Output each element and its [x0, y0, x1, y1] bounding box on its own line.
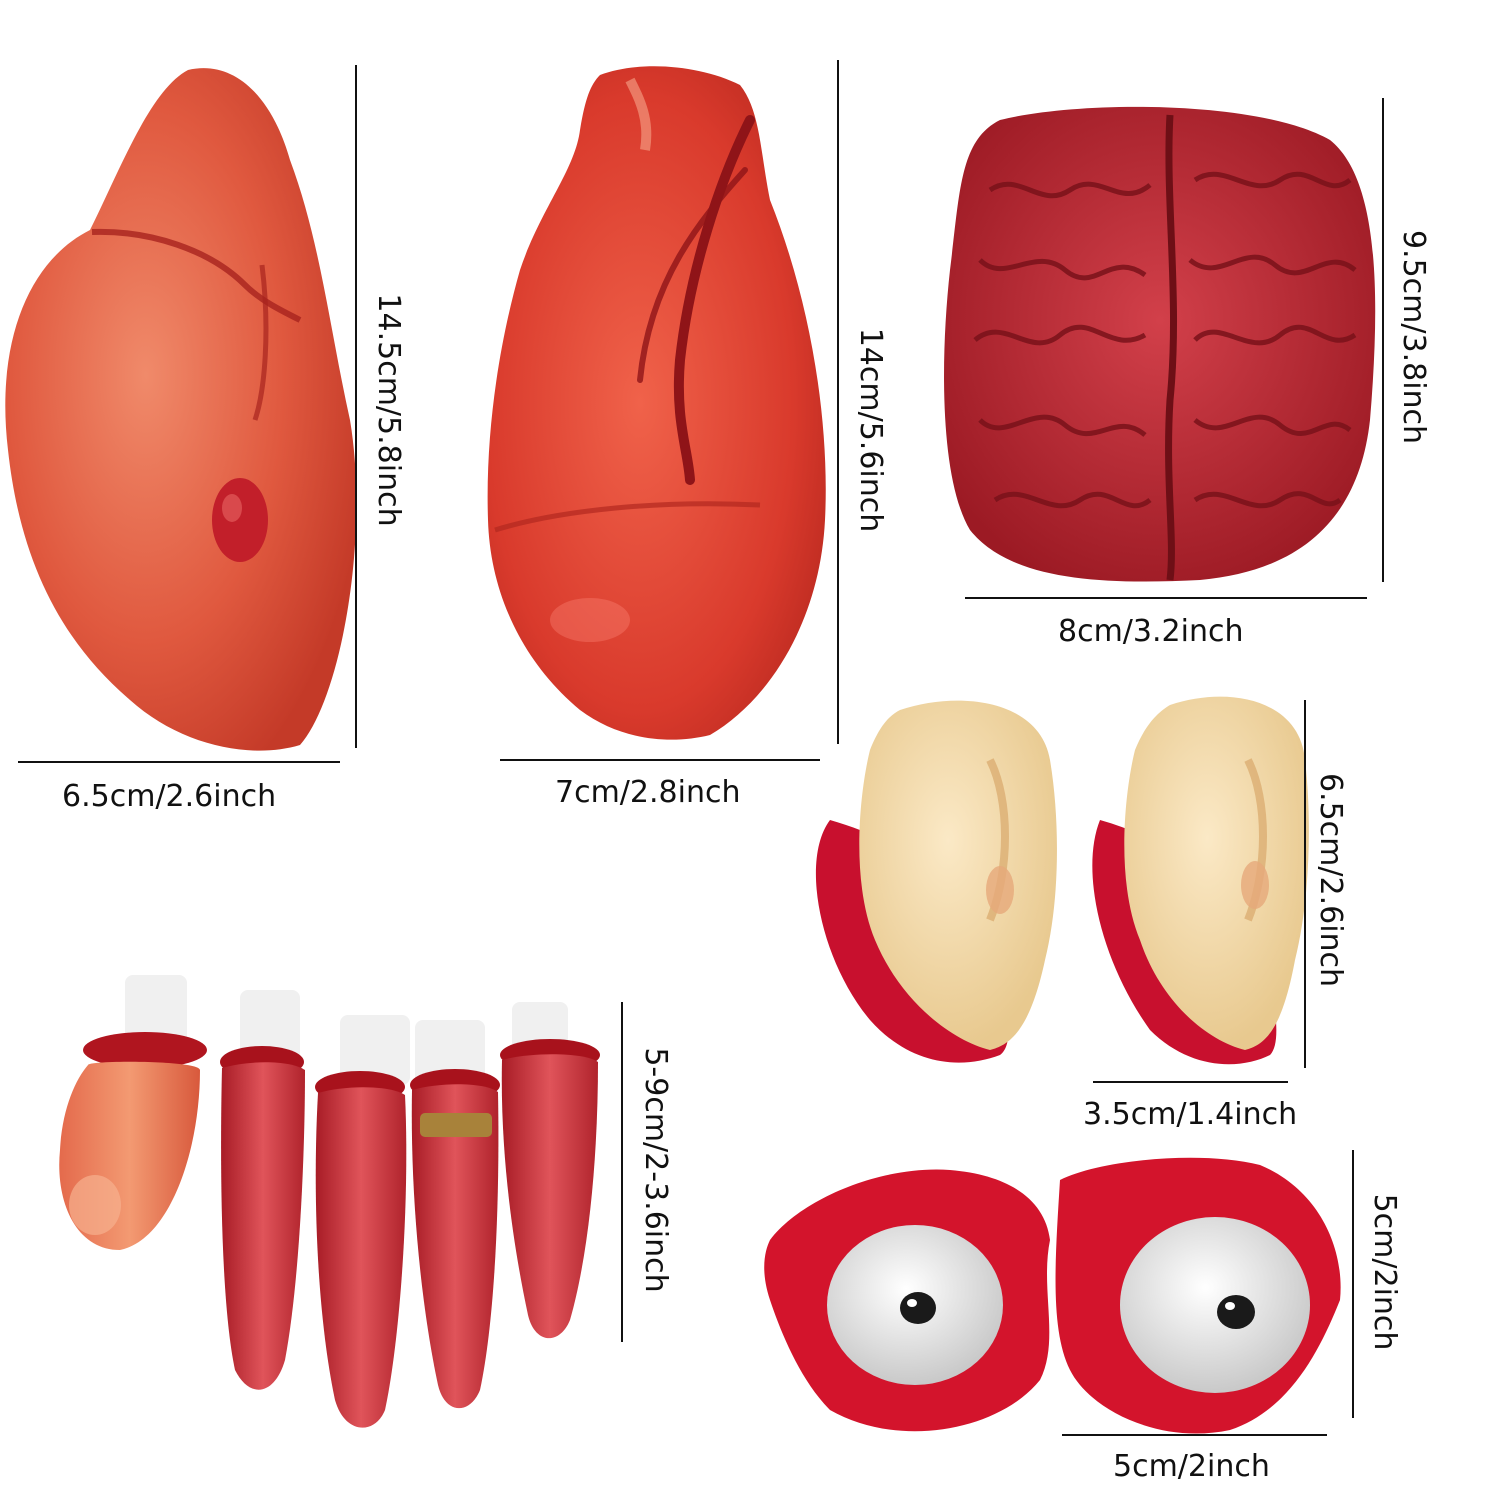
eyeballs-height-label: 5cm/2inch	[1367, 1193, 1402, 1351]
liver-width-label: 6.5cm/2.6inch	[62, 779, 277, 814]
ears-prop	[815, 696, 1309, 1065]
brain-prop	[944, 106, 1376, 582]
ears-width-label: 3.5cm/1.4inch	[1083, 1097, 1298, 1132]
eyeballs-width-label: 5cm/2inch	[1113, 1449, 1270, 1484]
heart-height-label: 14cm/5.6inch	[853, 327, 888, 533]
ears-height-label: 6.5cm/2.6inch	[1313, 772, 1348, 988]
heart-prop	[487, 66, 826, 740]
fingers-height-label: 5-9cm/2-3.6inch	[638, 1047, 673, 1293]
heart-width-label: 7cm/2.8inch	[555, 775, 741, 810]
liver-height-label: 14.5cm/5.8inch	[371, 293, 406, 527]
brain-height-label: 9.5cm/3.8inch	[1396, 229, 1431, 445]
fingers-prop	[59, 975, 600, 1428]
liver-prop	[5, 68, 357, 751]
brain-width-label: 8cm/3.2inch	[1058, 614, 1244, 649]
eyeballs-prop	[764, 1157, 1341, 1434]
